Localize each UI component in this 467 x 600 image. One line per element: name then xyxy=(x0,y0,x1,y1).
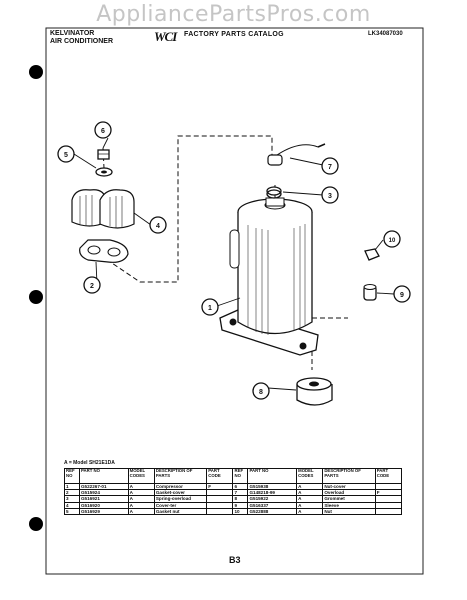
sleeve-icon xyxy=(363,284,377,301)
callout-7-label: 7 xyxy=(328,164,332,171)
callout-7-circle xyxy=(321,157,339,175)
watermark: AppliancePartsPros.com xyxy=(96,2,371,27)
callout-2-circle xyxy=(83,276,101,294)
table-cell: A xyxy=(296,507,324,516)
callout-8-circle xyxy=(252,382,270,400)
table-cell: A xyxy=(127,507,155,516)
callout-4-circle xyxy=(149,216,167,234)
table-cell xyxy=(206,507,234,516)
brand-line-1: KELVINATOR xyxy=(50,30,95,37)
table-cell: 4 xyxy=(64,501,80,509)
binder-hole-icon xyxy=(29,65,43,79)
table-cell xyxy=(374,482,403,491)
binder-hole-icon xyxy=(29,290,43,304)
table-cell: F xyxy=(374,489,403,497)
callout-10-label: 10 xyxy=(389,238,396,244)
callout-1-circle xyxy=(201,298,219,316)
col-part-code: PART CODE xyxy=(374,468,403,484)
table-cell: Spring-overload xyxy=(153,495,208,503)
table-cell: 6 xyxy=(232,482,249,491)
callout-6-circle xyxy=(94,121,112,139)
grommet-icon xyxy=(296,377,333,406)
catalog-title: FACTORY PARTS CATALOG xyxy=(184,31,284,38)
brand-header: KELVINATOR AIR CONDITIONER xyxy=(50,30,113,46)
callout-circles xyxy=(57,121,411,400)
table-cell: 7 xyxy=(232,489,249,497)
page-number: B3 xyxy=(229,555,241,565)
col-ref-no: REF NO xyxy=(64,468,80,484)
table-cell: Compressor xyxy=(153,482,208,491)
brand-line-2: AIR CONDITIONER xyxy=(50,38,113,45)
table-cell: Gasket-cover xyxy=(153,489,208,497)
callout-4-label: 4 xyxy=(156,223,160,230)
col-ref-no: REF NO xyxy=(232,468,249,484)
col-model-codes: MODEL CODES xyxy=(296,468,324,484)
model-note: A = Model SH21E1DA xyxy=(64,460,115,466)
table-cell: 9 xyxy=(232,501,249,509)
callout-10-circle xyxy=(383,230,401,248)
callout-6-label: 6 xyxy=(101,128,105,135)
nut-icon xyxy=(364,248,380,261)
table-cell xyxy=(374,501,403,509)
table-cell: 5 xyxy=(64,507,80,516)
table-cell xyxy=(206,495,234,503)
table-cell: 1 xyxy=(64,482,80,491)
col-part-code: PART CODE xyxy=(206,468,234,484)
col-part-no: PART NO xyxy=(78,468,129,484)
parts-table-header: REF NO PART NO MODEL CODES DESCRIPTION O… xyxy=(64,468,403,484)
col-description: DESCRIPTION OF PARTS xyxy=(153,468,208,484)
binder-hole-icon xyxy=(29,517,43,531)
wci-logo: WCI xyxy=(154,29,177,44)
page-frame xyxy=(45,27,424,575)
parts-table: REF NO PART NO MODEL CODES DESCRIPTION O… xyxy=(64,468,403,516)
callout-5-circle xyxy=(57,145,75,163)
terminal-cover-icon xyxy=(71,189,135,229)
table-cell: G522888 xyxy=(247,507,298,516)
table-cell: 2 xyxy=(64,489,80,497)
callout-3-label: 3 xyxy=(328,193,332,200)
callout-leaders xyxy=(73,137,395,391)
table-cell: F xyxy=(206,482,234,491)
table-cell xyxy=(206,501,234,509)
table-cell: 10 xyxy=(232,507,249,516)
table-cell: Cover-ter xyxy=(153,501,208,509)
gasket-nut-icon xyxy=(95,167,113,177)
gasket-cover-icon xyxy=(79,239,129,263)
table-cell: Nut xyxy=(322,507,376,516)
callout-3-circle xyxy=(321,186,339,204)
col-description: DESCRIPTION OF PARTS xyxy=(322,468,376,484)
callout-1-label: 1 xyxy=(208,305,212,312)
table-cell: G516929 xyxy=(78,507,129,516)
table-cell xyxy=(206,489,234,497)
nut-cover-icon xyxy=(97,149,110,160)
compressor-icon xyxy=(219,197,319,356)
col-model-codes: MODEL CODES xyxy=(127,468,155,484)
table-cell: Gasket nut xyxy=(153,507,208,516)
spring-overload-icon xyxy=(266,186,282,199)
callout-9-circle xyxy=(393,285,411,303)
col-part-no: PART NO xyxy=(247,468,298,484)
callout-5-label: 5 xyxy=(64,152,68,159)
overload-icon xyxy=(267,143,326,166)
catalog-code: LK34087030 xyxy=(368,31,403,37)
table-cell xyxy=(374,495,403,503)
table-cell: 8 xyxy=(232,495,249,503)
callout-2-label: 2 xyxy=(90,283,94,290)
callout-8-label: 8 xyxy=(259,389,263,396)
callout-9-label: 9 xyxy=(400,292,404,299)
table-cell xyxy=(374,507,403,516)
table-cell: 3 xyxy=(64,495,80,503)
